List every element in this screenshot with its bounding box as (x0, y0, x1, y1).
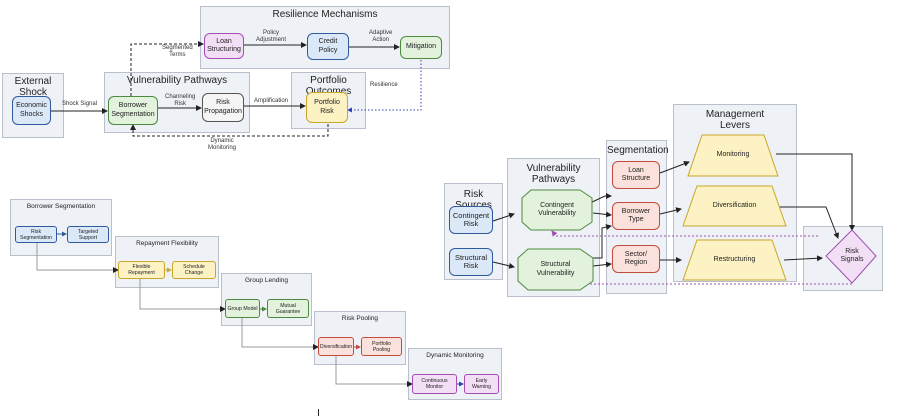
group-title: External Shock (14, 76, 52, 98)
edge-restructuring-to-signals (783, 255, 823, 262)
trapezoid-restructuring (682, 239, 787, 281)
node-borrower-segmentation: Borrower Segmentation (108, 96, 158, 125)
flow-edge-6 (241, 318, 319, 350)
node-contingent-risk: Contingent Risk (449, 206, 493, 234)
edge-segmented-terms (130, 41, 204, 96)
flow-node-risk-segmentation: Risk Segmentation (15, 226, 57, 243)
trapezoid-monitoring (687, 134, 779, 177)
group-title: Group Lending (244, 277, 288, 284)
edge-vuln-to-loan-structure (589, 193, 612, 204)
edge-vuln-to-borrower-type (592, 211, 612, 218)
label-dynamic-monitoring: Dynamic Monitoring (208, 138, 237, 151)
hexagon-structural-vulnerability (517, 248, 594, 291)
diamond-risk-signals (825, 229, 877, 284)
node-credit-policy: Credit Policy (307, 33, 349, 60)
flow-node-early-warning: Early Warning (464, 374, 499, 394)
flow-edge-8 (335, 356, 413, 387)
flow-node-diversification: Diversification (318, 337, 354, 356)
edge-diversification-to-signals (776, 206, 839, 239)
label-amplification: Amplification (254, 98, 289, 104)
node-loan-structuring: Loan Structuring (204, 33, 244, 59)
group-title: Vulnerability Pathways (126, 75, 228, 86)
flow-node-portfolio-pooling: Portfolio Pooling (361, 337, 402, 356)
flow-node-continuous-monitor: Continuous Monitor (412, 374, 457, 394)
edge-signals-feedback-top (551, 230, 818, 237)
text-structural-vulnerability: Structural Vulnerability (536, 261, 575, 277)
flow-node-schedule-change: Schedule Change (172, 261, 216, 279)
node-portfolio-risk: Portfolio Risk (306, 92, 348, 123)
flow-node-flexible-repayment: Flexible Repayment (118, 261, 165, 279)
node-economic-shocks: Economic Shocks (12, 96, 51, 125)
edge-svuln-to-borrower-type (590, 224, 612, 259)
trapezoid-diversification (682, 185, 787, 227)
node-sector-region: Sector/ Region (612, 245, 660, 273)
edge-resilience (347, 60, 422, 113)
group-title: Portfolio Outcomes (306, 75, 352, 97)
edge-monitoring-to-signals (776, 153, 855, 231)
edge-signals-feedback-bottom (582, 280, 852, 287)
group-title: Resilience Mechanisms (272, 9, 378, 20)
flow-node-group-model: Group Model (225, 299, 260, 318)
node-loan-structure: Loan Structure (612, 161, 660, 189)
node-mitigation: Mitigation (400, 36, 442, 59)
text-restructuring: Restructuring (713, 255, 756, 263)
text-risk-signals: Risk Signals (840, 247, 864, 264)
label-channeling-risk: Channeling Risk (165, 94, 196, 107)
divider-tick (318, 409, 319, 416)
group-title: Segmentation (607, 145, 669, 156)
flow-edge-2 (36, 243, 119, 273)
label-segmented-terms: Segmented Terms (162, 45, 193, 58)
label-policy-adjustment: Policy Adjustment (256, 30, 287, 43)
group-title: Borrower Segmentation (26, 203, 96, 210)
flow-edge-4 (139, 279, 226, 312)
text-contingent-vulnerability: Contingent Vulnerability (538, 201, 576, 218)
node-borrower-type: Borrower Type (612, 202, 660, 230)
group-title: Vulnerability Pathways (526, 163, 581, 185)
node-structural-risk: Structural Risk (449, 248, 493, 276)
text-monitoring: Monitoring (716, 151, 750, 159)
group-title: Management Levers (705, 109, 765, 131)
edge-structural-risk-to-vulnerability (492, 261, 515, 269)
edge-contingent-risk-to-vulnerability (492, 212, 515, 222)
group-title: Risk Sources (455, 189, 492, 211)
label-shock-signal: Shock Signal (62, 101, 98, 107)
group-title: Risk Pooling (341, 315, 379, 322)
label-resilience: Resilience (370, 82, 398, 88)
edge-svuln-to-sector (592, 261, 612, 268)
hexagon-contingent-vulnerability (521, 189, 593, 231)
edge-loan-to-monitoring (659, 160, 690, 174)
label-adaptive-action: Adaptive Action (369, 30, 393, 43)
edge-borrower-to-diversification (659, 207, 682, 215)
group-title: Dynamic Monitoring (426, 352, 484, 359)
group-title: Repayment Flexibility (136, 240, 198, 247)
edge-dynamic-monitoring (130, 124, 329, 137)
node-risk-propagation: Risk Propagation (202, 93, 244, 122)
flow-node-mutual-guarantee: Mutual Guarantee (267, 299, 309, 318)
text-diversification: Diversification (712, 201, 757, 209)
flow-node-targeted-support: Targeted Support (67, 226, 109, 243)
